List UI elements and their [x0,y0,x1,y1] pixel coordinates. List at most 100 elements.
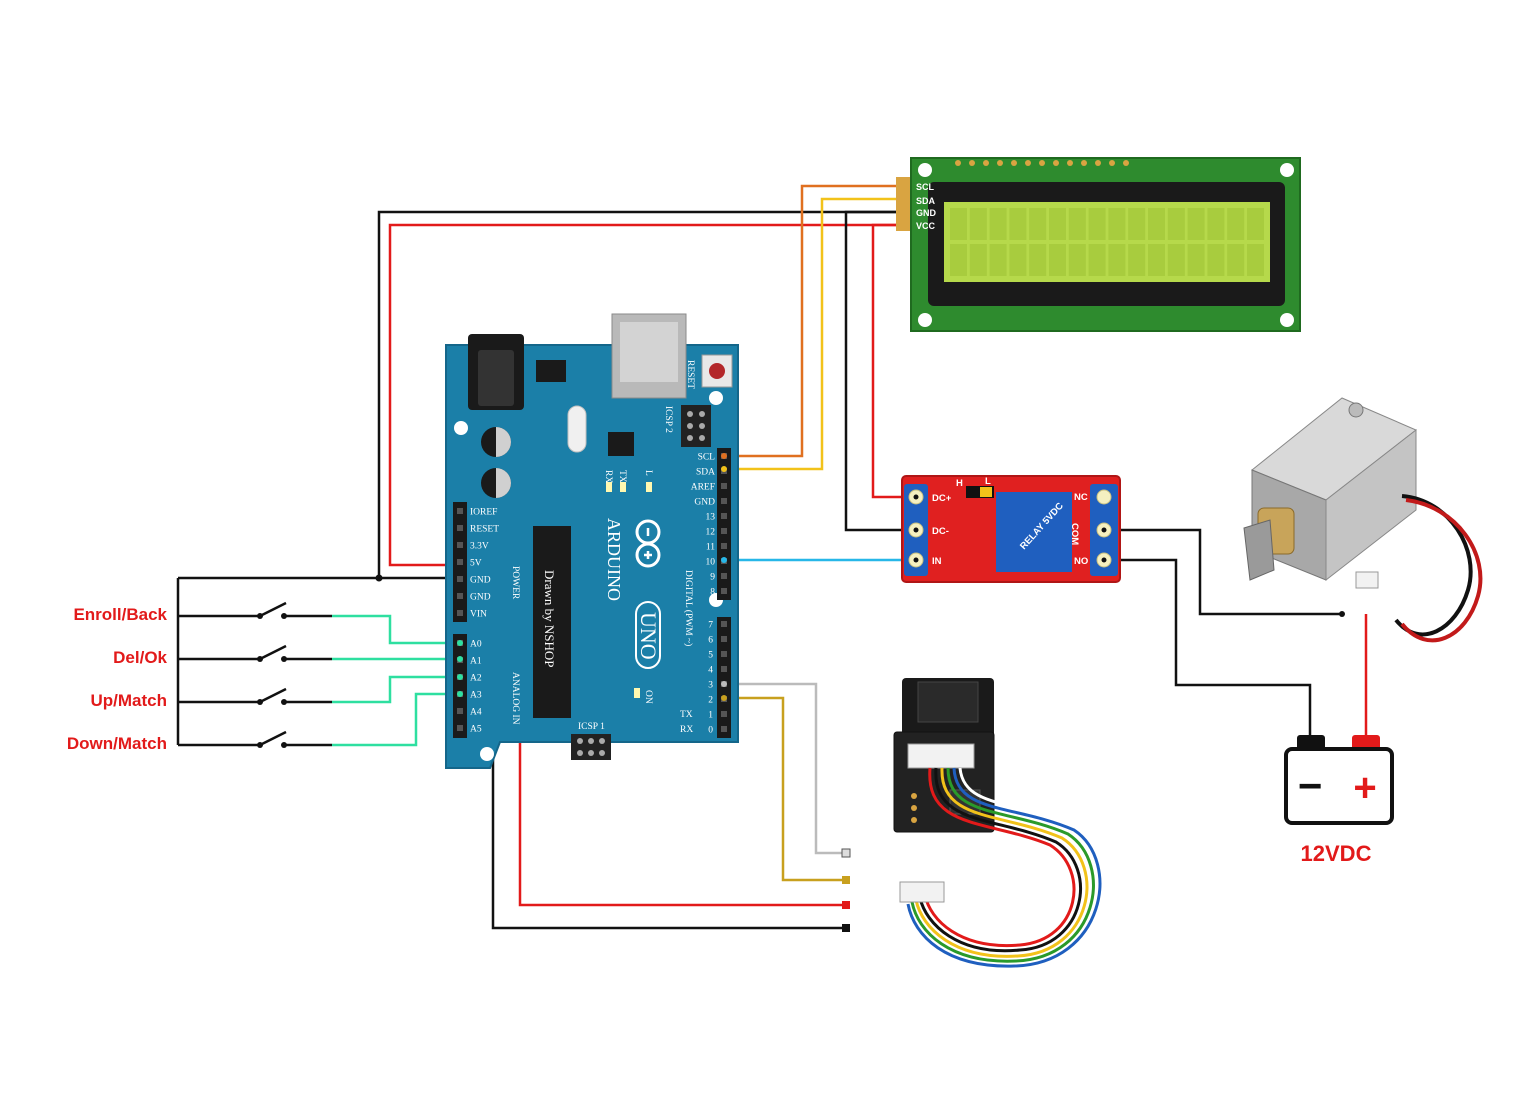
atmega-chip [533,526,571,718]
icsp1-header [571,734,611,760]
lcd-pin-sda: SDA [916,196,936,206]
pin-hole [457,593,463,599]
pin-label-vin: VIN [470,610,487,620]
pin-label-5v: 5V [470,559,482,569]
wire-relay-dcplus [871,223,915,499]
wire-a0 [332,614,462,645]
wire-relay-no [1104,558,1312,740]
pin-hole [721,543,727,549]
led-l-label: L [643,470,653,476]
arduino-brand: ARDUINO [604,518,624,601]
pin-label-a4: A4 [470,708,482,718]
arduino-logo [635,519,661,568]
tx-label: TX [680,710,693,720]
lcd-cell [1088,244,1106,276]
lcd-cell [969,208,987,240]
pin-label-5: 5 [708,651,713,661]
pin-label-9: 9 [710,573,715,583]
led-l [646,482,652,492]
battery-12v: − + 12VDC [1284,735,1394,866]
pin-hole [721,528,727,534]
lcd-cell [1148,208,1165,240]
wire-fp-3 [724,682,843,855]
relay-pin-nc: NC [1074,492,1088,503]
relay-jumper-h: H [956,478,963,489]
digital-pin-header-low [717,617,731,738]
solenoid-lock [1243,397,1483,643]
lcd-cell [1068,244,1086,276]
lcd-cell [1167,244,1185,276]
lcd-cell [1227,244,1245,276]
lcd-cell [1108,244,1126,276]
pin-hole [721,711,727,717]
fingerprint-sensor [893,678,1108,973]
pin-label-13: 13 [706,513,716,523]
pin-label-a0: A0 [470,640,482,650]
pin-hole [457,525,463,531]
button-label-up: Up/Match [91,691,168,710]
pin-label-10: 10 [706,558,716,568]
battery-plus-sign: + [1353,766,1376,810]
fp-terminal [842,876,850,884]
lcd-cell [1068,208,1086,240]
arduino-pcb [445,344,739,769]
pin-hole [457,508,463,514]
lcd-pin-vcc: VCC [916,221,936,231]
lcd-cell [1207,208,1225,240]
lcd-cell [1247,244,1264,276]
wire-scl [724,184,896,458]
lcd-cell [1029,244,1047,276]
pin-hole [457,542,463,548]
lcd-cell [1148,244,1165,276]
pin-label-6: 6 [708,636,713,646]
mount-hole [454,421,468,435]
led-tx-label: TX [617,470,627,483]
pin-label-a5: A5 [470,725,482,735]
pin-label-7: 7 [708,621,713,631]
digital-header: DIGITAL (PWM ~) [683,570,694,646]
pin-label-1: 1 [708,711,713,721]
wire-5v-lcd [388,223,896,567]
lcd-cell [1187,208,1205,240]
lcd-header-pins [955,160,1129,166]
lcd-cell [950,208,967,240]
pin-label-8: 8 [710,588,715,598]
lcd-mount-hole [918,163,932,177]
lcd-i2c-pins [896,177,910,231]
pin-hole [721,483,727,489]
relay-module: DC+ DC- IN H L RELAY 5VDC NC COM NO [901,475,1121,583]
pin-label-reset: RESET [470,525,499,535]
pin-label-0: 0 [708,726,713,736]
lcd-mount-hole [1280,163,1294,177]
lcd-cell [1108,208,1126,240]
lcd-mount-hole [918,313,932,327]
voltage-regulator [536,360,566,382]
led-tx [620,482,626,492]
pin-label-aref: AREF [691,483,715,493]
fp-terminal [841,848,851,858]
rx-label: RX [680,725,693,735]
icsp2-label: ICSP 2 [663,406,673,433]
analog-pin-header [453,634,467,738]
pin-hole [457,576,463,582]
button-label-enroll: Enroll/Back [73,605,167,624]
battery-label: 12VDC [1301,841,1372,866]
wire-a3 [332,692,462,747]
lcd-pin-scl: SCL [916,182,935,192]
led-on [634,688,640,698]
junction-dot [1339,611,1345,617]
digital-pin-header-high [717,448,731,600]
led-rx [606,482,612,492]
lock-connector [1355,571,1379,589]
lcd-cell [989,208,1007,240]
fp-terminal [842,924,850,932]
pin-label-a2: A2 [470,674,482,684]
crystal [567,405,587,453]
lock-wire-red [1400,498,1483,643]
reset-label: RESET [685,360,695,389]
pin-label-ioref: IOREF [470,508,497,518]
wire-sda [724,197,896,471]
mount-hole [709,391,723,405]
lcd-mount-hole [1280,313,1294,327]
